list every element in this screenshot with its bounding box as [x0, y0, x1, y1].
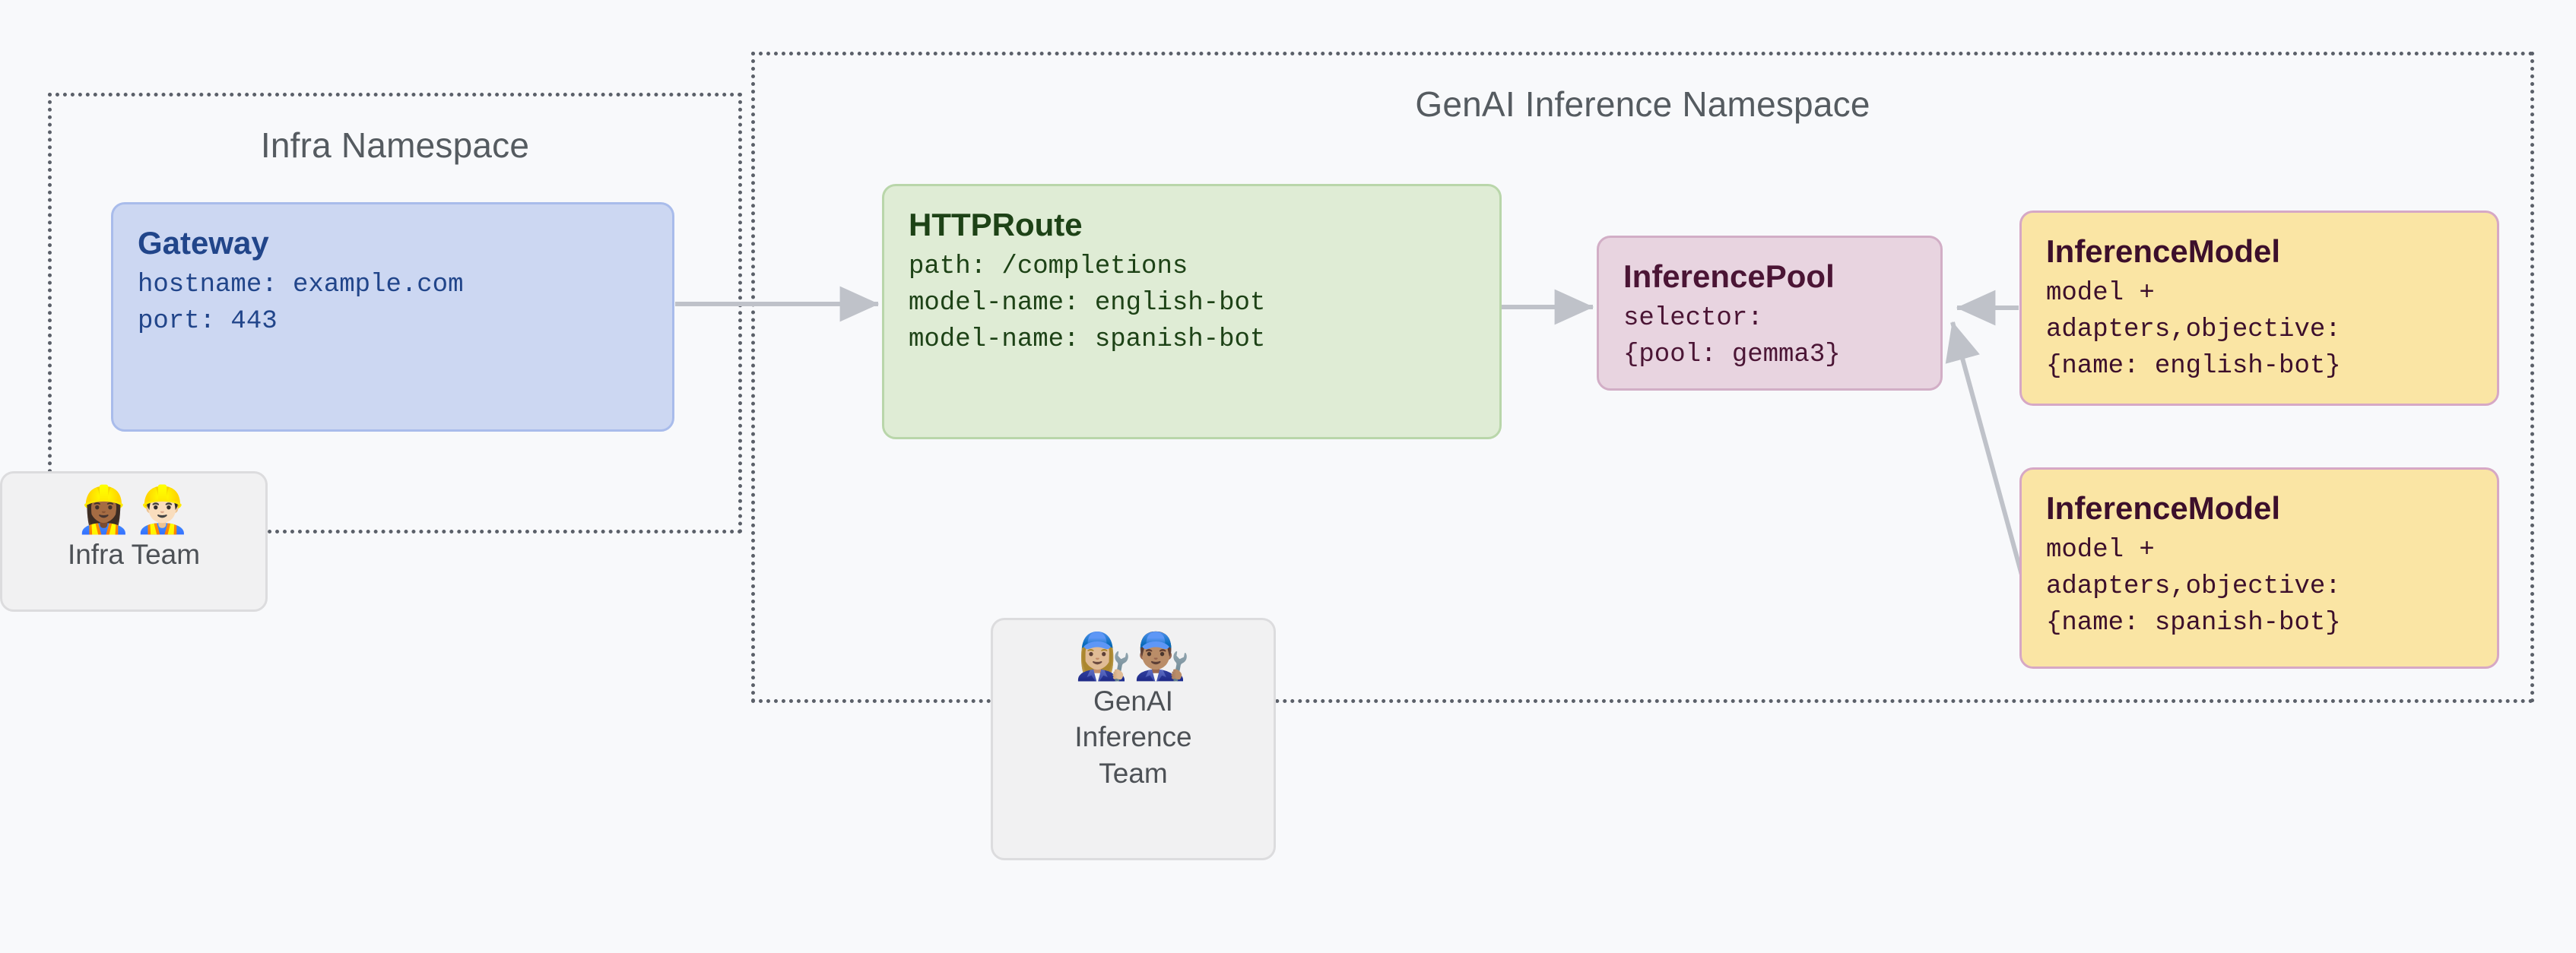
- team-infra-avatars: 👷🏾‍♀️👷🏻‍♂️: [75, 484, 192, 535]
- card-inferencepool-line-0: selector:: [1623, 303, 1763, 333]
- card-httproute-line-0: path: /completions: [909, 252, 1188, 281]
- card-gateway-line-0: hostname: example.com: [138, 270, 464, 299]
- card-httproute-line-1: model-name: english-bot: [909, 288, 1266, 318]
- card-inferencemodel-spanish[interactable]: InferenceModel model + adapters,objectiv…: [2019, 467, 2499, 669]
- card-httproute-title: HTTPRoute: [909, 207, 1083, 242]
- card-inferencepool-line-1: {pool: gemma3}: [1623, 340, 1841, 369]
- card-inferencepool[interactable]: InferencePool selector: {pool: gemma3}: [1597, 236, 1943, 391]
- card-inferencemodel-english-line-1: adapters,objective:: [2046, 315, 2341, 344]
- card-gateway[interactable]: Gateway hostname: example.com port: 443: [111, 202, 674, 432]
- card-inferencemodel-english-title: InferenceModel: [2046, 233, 2281, 269]
- card-inferencemodel-spanish-line-2: {name: spanish-bot}: [2046, 609, 2341, 638]
- namespace-genai-title: GenAI Inference Namespace: [1415, 84, 1870, 124]
- card-inferencemodel-english-line-2: {name: english-bot}: [2046, 352, 2341, 382]
- team-genai-avatars: 👩🏼‍🔧👨🏽‍🔧: [1074, 631, 1192, 682]
- team-genai[interactable]: 👩🏼‍🔧👨🏽‍🔧 GenAI Inference Team: [991, 618, 1276, 860]
- namespace-genai: [751, 52, 2534, 703]
- team-infra[interactable]: 👷🏾‍♀️👷🏻‍♂️ Infra Team: [0, 471, 268, 612]
- card-inferencemodel-spanish-title: InferenceModel: [2046, 490, 2281, 526]
- card-gateway-line-1: port: 443: [138, 306, 278, 336]
- card-inferencemodel-english-line-0: model +: [2046, 278, 2155, 308]
- card-inferencepool-title: InferencePool: [1623, 258, 1835, 294]
- card-inferencemodel-english[interactable]: InferenceModel model + adapters,objectiv…: [2019, 211, 2499, 406]
- team-genai-label: GenAI Inference Team: [1074, 685, 1192, 789]
- card-inferencemodel-spanish-line-1: adapters,objective:: [2046, 571, 2341, 601]
- card-inferencemodel-spanish-line-0: model +: [2046, 535, 2155, 565]
- card-httproute-line-2: model-name: spanish-bot: [909, 325, 1266, 355]
- card-gateway-title: Gateway: [138, 225, 269, 261]
- card-httproute[interactable]: HTTPRoute path: /completions model-name:…: [882, 184, 1502, 439]
- namespace-infra-title: Infra Namespace: [260, 125, 530, 165]
- namespace-infra: [48, 93, 742, 533]
- team-infra-label: Infra Team: [67, 539, 201, 570]
